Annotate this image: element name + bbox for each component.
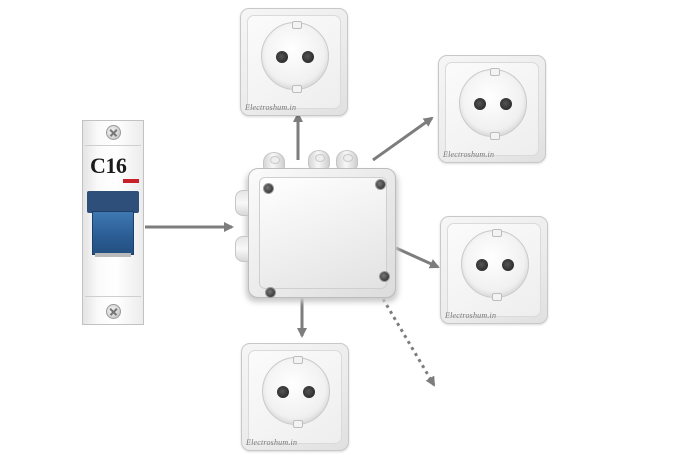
breaker-lever-slot [95,253,131,257]
socket-face [461,229,529,301]
socket-watermark: Electroshum.in [445,311,497,320]
breaker-toggle-lever [92,211,134,255]
bolt-icon [263,183,274,194]
socket-top: Electroshum.in [240,8,348,116]
ground-clip-icon [490,132,500,140]
socket-pin-hole [502,259,514,271]
bolt-icon [265,287,276,298]
socket-watermark: Electroshum.in [246,438,298,447]
junction-box [248,168,396,298]
arrow-box-to-further-outlets [374,286,436,387]
socket-pin-hole [500,98,512,110]
socket-bottom: Electroshum.in [241,343,349,451]
socket-face [261,21,329,93]
breaker-red-indicator [123,179,139,183]
socket-pin-hole [303,386,315,398]
socket-upper-right: Electroshum.in [438,55,546,163]
bolt-icon [375,179,386,190]
socket-pin-hole [302,51,314,63]
ground-clip-icon [292,21,302,29]
ground-clip-icon [292,85,302,93]
screw-icon [106,304,121,319]
arrow-box-to-socket-upper-right [372,116,434,162]
ground-clip-icon [490,68,500,76]
breaker-rating-label: C16 [90,153,127,178]
socket-pin-hole [474,98,486,110]
junction-box-lid [259,177,387,289]
circuit-breaker: C16 [82,120,144,325]
ground-clip-icon [492,229,502,237]
cable-gland-icon [336,150,358,170]
socket-pin-hole [476,259,488,271]
bolt-icon [379,271,390,282]
ground-clip-icon [293,420,303,428]
breaker-lever-housing [87,191,139,213]
socket-watermark: Electroshum.in [443,150,495,159]
divider [85,296,141,297]
arrow-box-to-socket-lower-right [395,246,440,269]
socket-face [459,68,527,140]
socket-pin-hole [276,51,288,63]
socket-lower-right: Electroshum.in [440,216,548,324]
socket-face [262,356,330,428]
screw-icon [106,125,121,140]
cable-gland-icon [263,152,285,172]
ground-clip-icon [492,293,502,301]
divider [85,145,141,146]
cable-gland-icon [308,150,330,170]
socket-watermark: Electroshum.in [245,103,297,112]
ground-clip-icon [293,356,303,364]
socket-pin-hole [277,386,289,398]
